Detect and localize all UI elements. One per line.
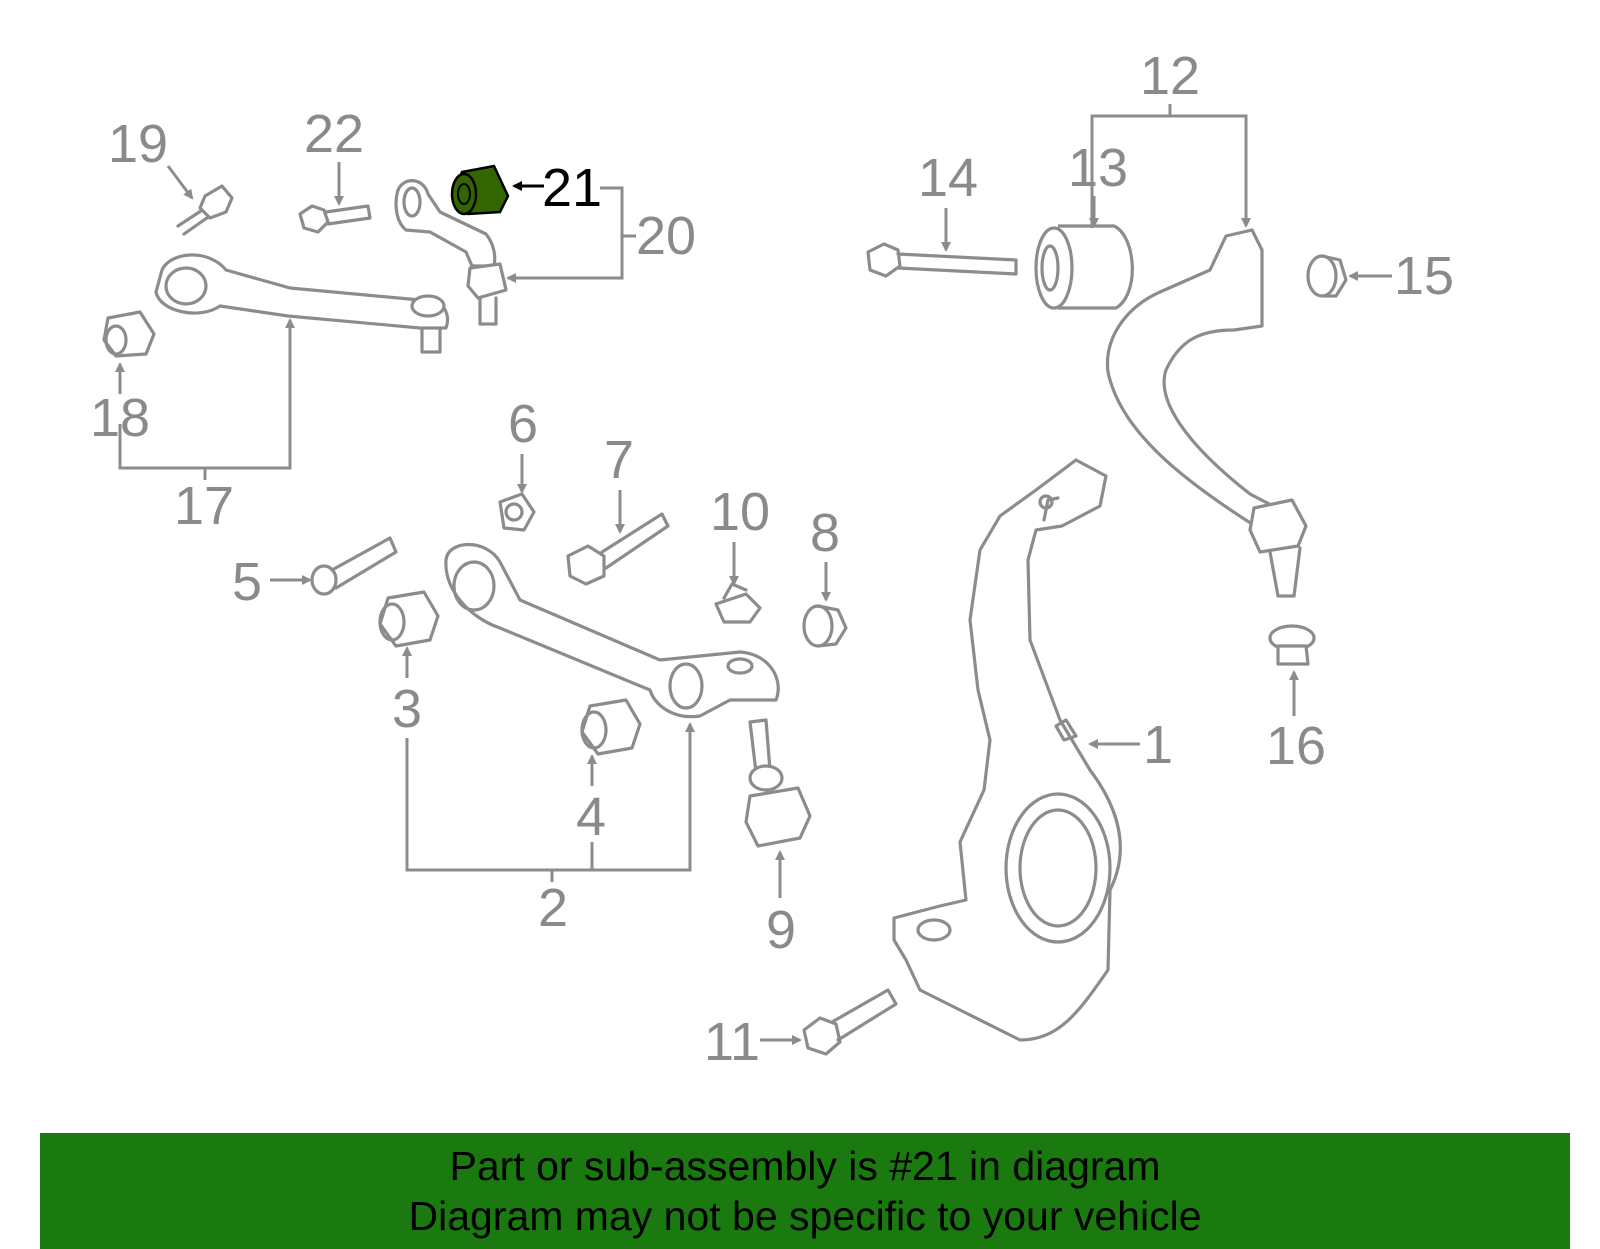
callout-12[interactable]: 12 [1140, 46, 1200, 106]
callout-4[interactable]: 4 [576, 787, 606, 847]
callout-5[interactable]: 5 [232, 552, 262, 612]
part-7-bolt[interactable] [566, 490, 670, 586]
bracket-20 [506, 186, 624, 283]
part-14-bolt[interactable] [866, 208, 1018, 278]
callout-8[interactable]: 8 [810, 503, 840, 563]
part-5-bolt[interactable] [270, 536, 398, 596]
part-17-control-arm[interactable] [154, 253, 450, 354]
part-18-bushing[interactable] [102, 310, 156, 394]
callout-21-highlighted[interactable]: 21 [542, 158, 602, 218]
part-3-bushing[interactable] [378, 590, 440, 678]
part-6-nut[interactable] [498, 454, 536, 532]
part-22-bolt[interactable] [298, 162, 372, 234]
callout-13[interactable]: 13 [1068, 138, 1128, 198]
banner-line-1: Part or sub-assembly is #21 in diagram [449, 1143, 1161, 1189]
info-banner: Part or sub-assembly is #21 in diagram D… [40, 1133, 1570, 1249]
part-16-nut[interactable] [1268, 624, 1316, 716]
callout-7[interactable]: 7 [604, 430, 634, 490]
part-11-bolt[interactable] [760, 988, 898, 1056]
callout-3[interactable]: 3 [392, 679, 422, 739]
part-21-bushing-highlighted[interactable] [450, 164, 544, 216]
callout-22[interactable]: 22 [304, 104, 364, 164]
callout-17[interactable]: 17 [174, 476, 234, 536]
callout-2[interactable]: 2 [538, 878, 568, 938]
part-9-ball-joint[interactable] [744, 718, 812, 898]
callout-11[interactable]: 11 [704, 1012, 760, 1072]
part-19-bolt[interactable] [166, 165, 234, 236]
part-13-bushing[interactable] [1034, 196, 1134, 310]
part-4-bushing[interactable] [580, 698, 642, 786]
callout-14[interactable]: 14 [918, 148, 978, 208]
callout-18[interactable]: 18 [90, 388, 150, 448]
part-10-nut[interactable] [714, 542, 762, 624]
part-20-link-arm[interactable] [394, 179, 508, 326]
part-15-nut[interactable] [1306, 254, 1392, 298]
callout-10[interactable]: 10 [710, 482, 770, 542]
callout-1[interactable]: 1 [1143, 715, 1173, 775]
callout-16[interactable]: 16 [1266, 716, 1326, 776]
part-8-nut[interactable] [802, 562, 848, 648]
bracket-2 [405, 722, 695, 872]
callout-19[interactable]: 19 [108, 114, 168, 174]
banner-line-2: Diagram may not be specific to your vehi… [408, 1193, 1202, 1239]
callout-6[interactable]: 6 [508, 394, 538, 454]
part-2-control-arm[interactable] [444, 542, 780, 719]
part-1-knuckle[interactable] [892, 458, 1140, 1042]
part-12-control-arm[interactable] [1105, 228, 1308, 598]
callout-9[interactable]: 9 [766, 900, 796, 960]
callout-20[interactable]: 20 [636, 206, 696, 266]
callout-15[interactable]: 15 [1394, 246, 1454, 306]
